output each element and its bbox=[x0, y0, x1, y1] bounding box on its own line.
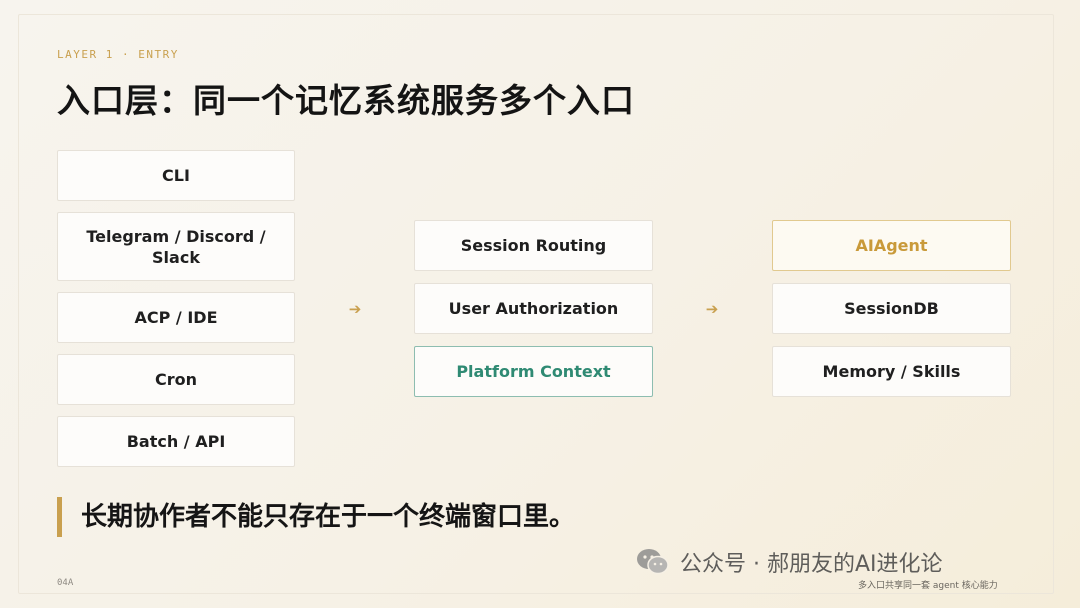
memory-skills-node: Memory / Skills bbox=[772, 346, 1011, 397]
page-number: 04A bbox=[57, 578, 74, 588]
arrow-right-icon: ➔ bbox=[705, 300, 719, 318]
user-authorization-node: User Authorization bbox=[414, 283, 653, 334]
key-quote: 长期协作者不能只存在于一个终端窗口里。 bbox=[81, 502, 576, 532]
entry-node-acp-ide: ACP / IDE bbox=[57, 292, 295, 343]
sessiondb-node: SessionDB bbox=[772, 283, 1011, 334]
eyebrow-label: LAYER 1 · ENTRY bbox=[57, 48, 179, 61]
session-routing-node: Session Routing bbox=[414, 220, 653, 271]
wechat-watermark: 公众号 · 郝朋友的AI进化论 bbox=[636, 546, 943, 578]
slide-frame bbox=[18, 14, 1054, 594]
page-title: 入口层：同一个记忆系统服务多个入口 bbox=[57, 81, 635, 120]
aiagent-node: AIAgent bbox=[772, 220, 1011, 271]
entry-node-messaging: Telegram / Discord / Slack bbox=[57, 212, 295, 281]
watermark-text: 公众号 · 郝朋友的AI进化论 bbox=[680, 552, 943, 577]
arrow-right-icon: ➔ bbox=[348, 300, 362, 318]
footer-note: 多入口共享同一套 agent 核心能力 bbox=[858, 581, 998, 591]
wechat-icon bbox=[637, 549, 669, 575]
entry-node-cli: CLI bbox=[57, 150, 295, 201]
platform-context-node: Platform Context bbox=[414, 346, 653, 397]
entry-node-batch-api: Batch / API bbox=[57, 416, 295, 467]
quote-accent-bar bbox=[57, 497, 62, 537]
entry-node-cron: Cron bbox=[57, 354, 295, 405]
